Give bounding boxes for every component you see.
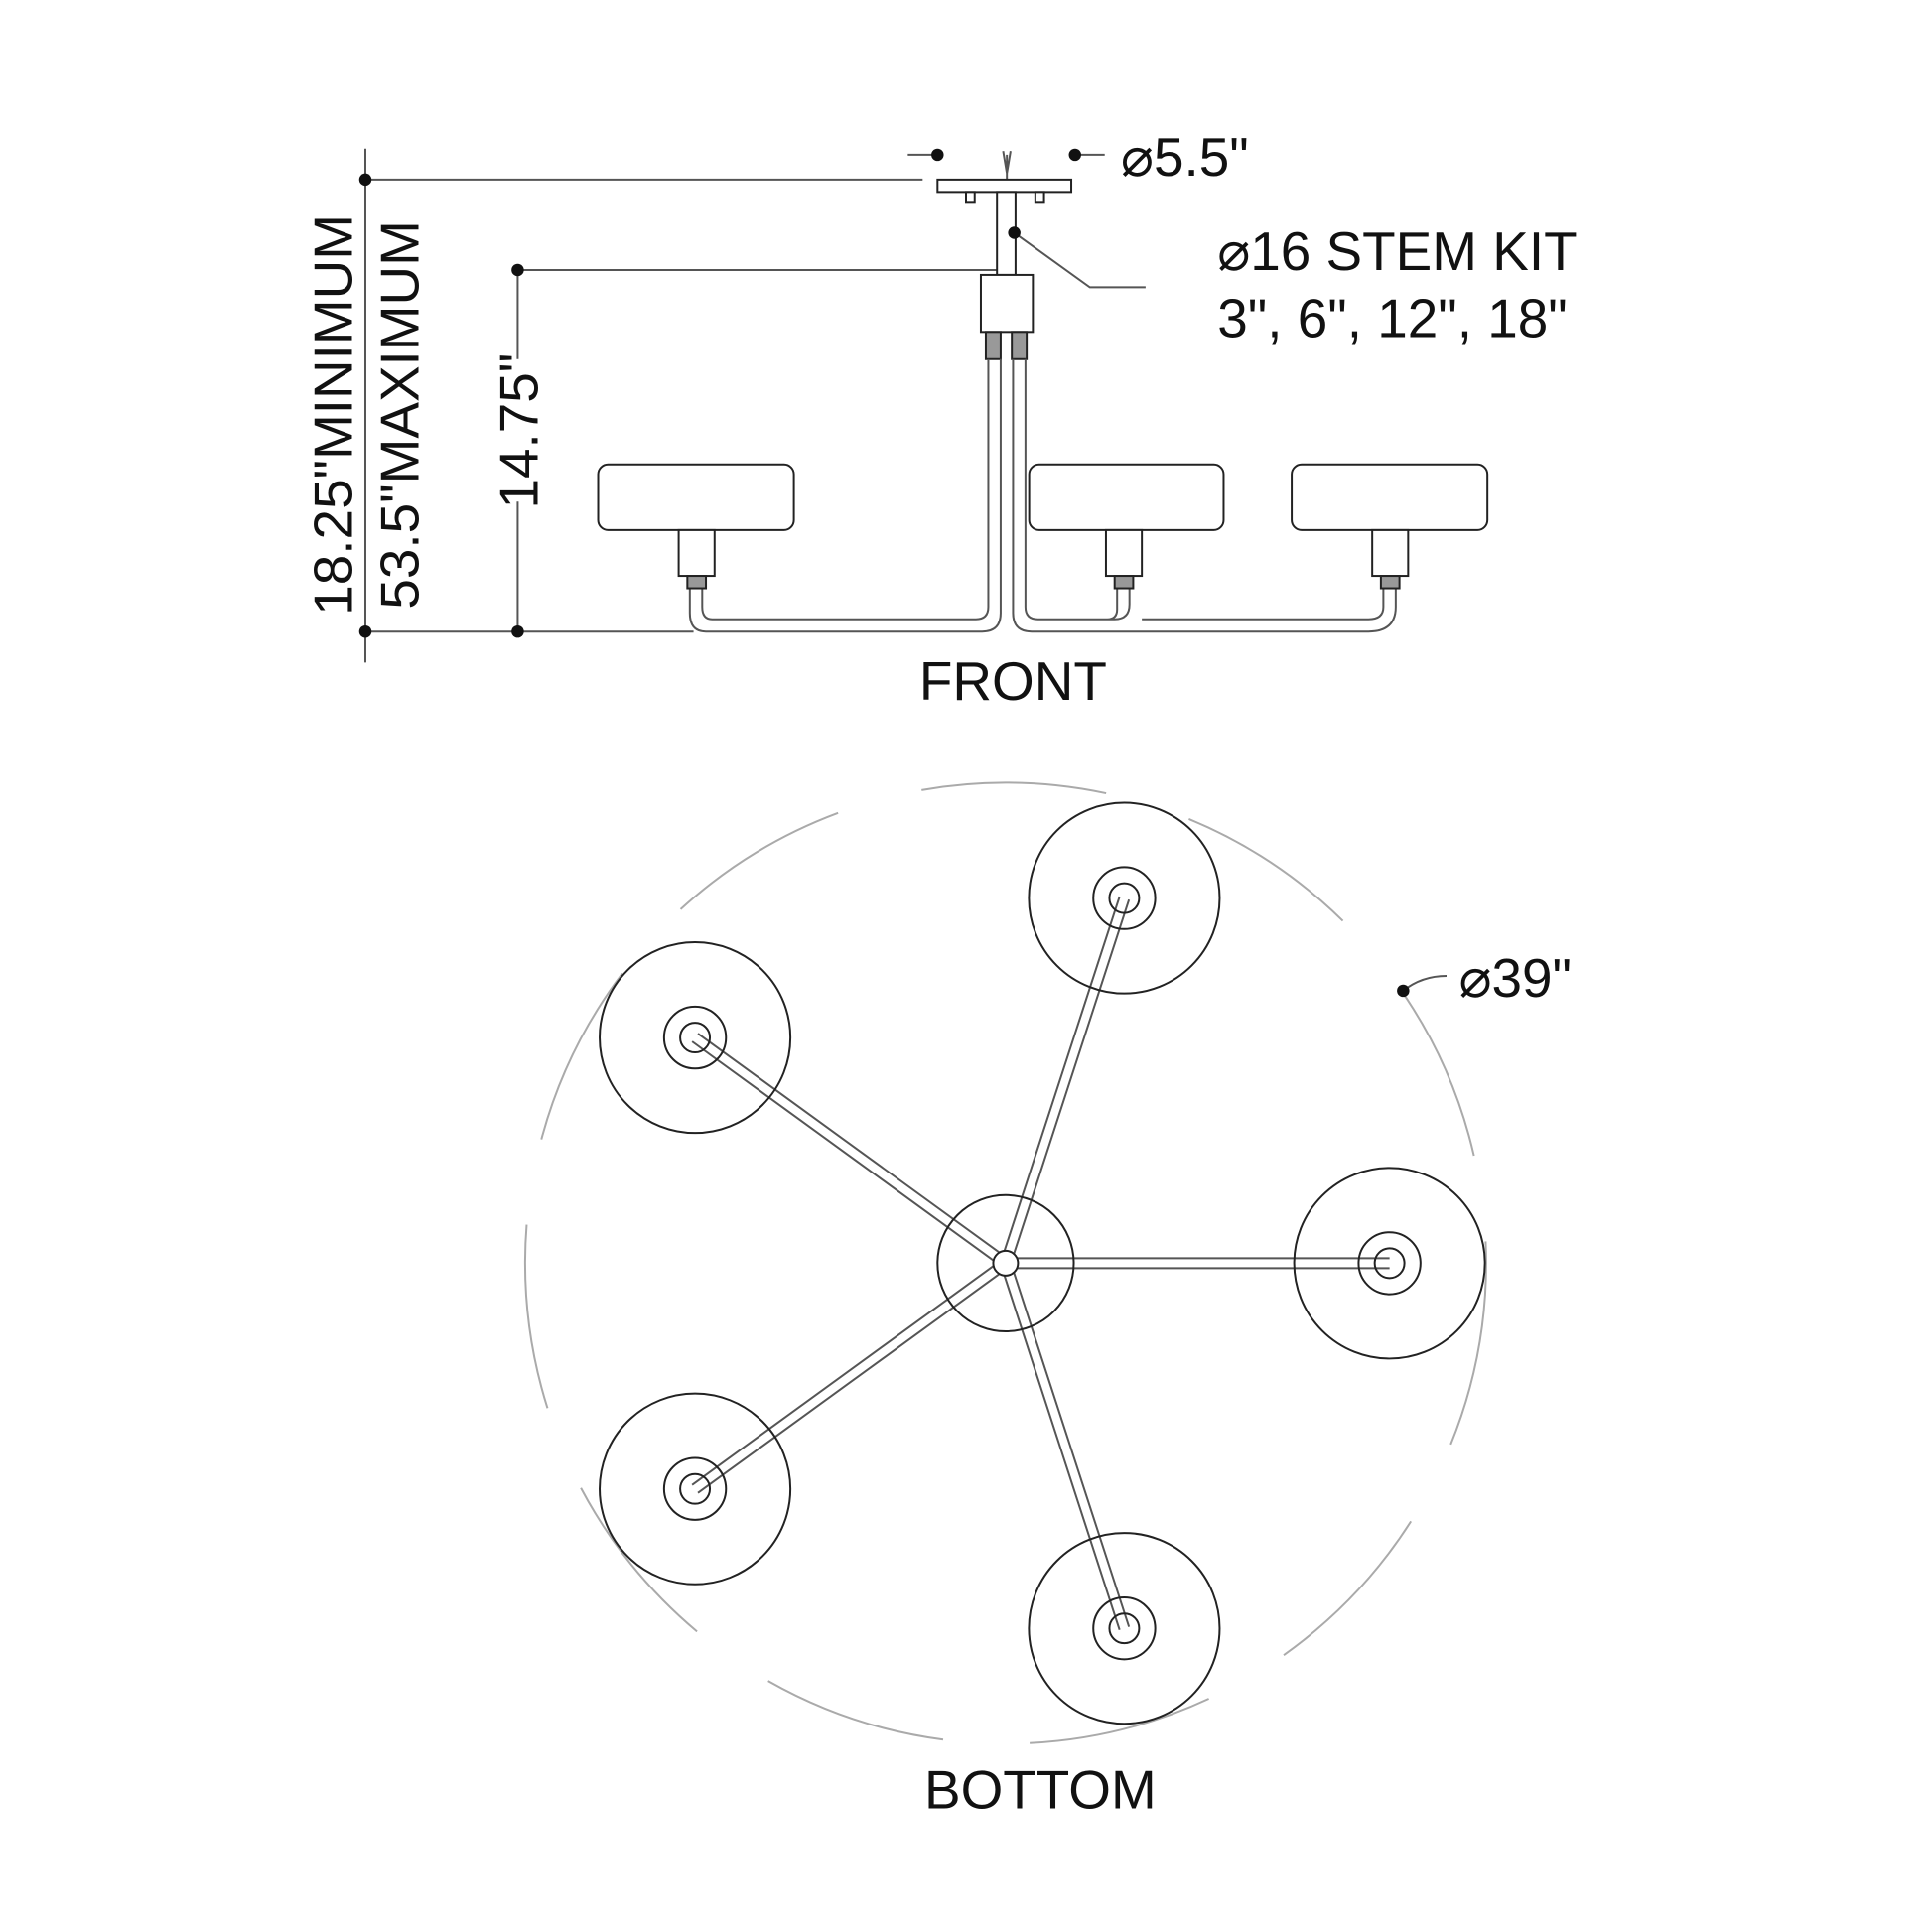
overall-diameter-circle — [523, 781, 1487, 1745]
shade-ring — [1108, 1612, 1141, 1645]
canopy — [936, 151, 1073, 204]
overall-height-dimension — [358, 148, 923, 663]
stem — [996, 191, 1146, 289]
arm-line — [691, 1258, 1004, 1486]
arm-line — [1009, 898, 1131, 1266]
shade — [1293, 1167, 1486, 1360]
shade-ring — [599, 941, 792, 1135]
bottom-shades — [599, 801, 1486, 1725]
shade-ring — [1092, 866, 1157, 930]
body-height-dimension — [511, 263, 998, 638]
arms — [688, 358, 1397, 633]
shade-ring — [1357, 1231, 1422, 1296]
arm-line — [1000, 896, 1121, 1263]
shade-ring — [1028, 801, 1221, 995]
canopy-dimension — [907, 148, 1105, 162]
shade-ring — [679, 1472, 712, 1505]
shade-ring — [1293, 1167, 1486, 1360]
arm-line — [691, 1040, 1004, 1269]
front-view: ⌀5.5" ⌀16 STEM KIT 3", 6", 12", 18" 18.2… — [302, 126, 1577, 712]
shade — [599, 1392, 792, 1586]
bottom-view-label: BOTTOM — [924, 1758, 1157, 1820]
shade-center — [1028, 463, 1225, 590]
overall-diameter-label: ⌀39" — [1458, 947, 1572, 1009]
shade — [1028, 801, 1221, 995]
maximum-height-label: 53.5"MAXIMUM — [369, 220, 431, 609]
canopy-diameter-label: ⌀5.5" — [1121, 126, 1249, 188]
body-height-label: 14.75" — [487, 353, 549, 509]
hub-center — [992, 1249, 1020, 1277]
arm-line — [1009, 1261, 1131, 1627]
shade-ring — [679, 1022, 712, 1054]
shade-left — [597, 463, 795, 590]
shade-ring — [599, 1392, 792, 1586]
minimum-height-label: 18.25"MINIMUM — [302, 214, 363, 616]
arm-line — [697, 1033, 1010, 1261]
shade — [599, 941, 792, 1135]
shade-ring — [1092, 1595, 1157, 1661]
bottom-arms — [691, 896, 1390, 1631]
shade-ring — [1108, 882, 1141, 914]
arm-line — [697, 1266, 1010, 1494]
shade-ring — [662, 1456, 728, 1521]
stem-kit-title: ⌀16 STEM KIT — [1217, 220, 1577, 282]
arm-line — [1000, 1264, 1121, 1631]
shade-ring — [662, 1005, 728, 1070]
center-hub — [936, 1193, 1075, 1332]
bottom-view: ⌀39" BOTTOM — [523, 781, 1572, 1820]
shade-ring — [1028, 1532, 1221, 1725]
diameter-dimension — [1397, 974, 1448, 998]
front-view-label: FRONT — [919, 650, 1107, 712]
shade — [1028, 1532, 1221, 1725]
center-body — [979, 273, 1035, 360]
stem-kit-lengths: 3", 6", 12", 18" — [1217, 287, 1568, 348]
shade-ring — [1373, 1247, 1406, 1280]
shade-right — [1291, 463, 1489, 590]
